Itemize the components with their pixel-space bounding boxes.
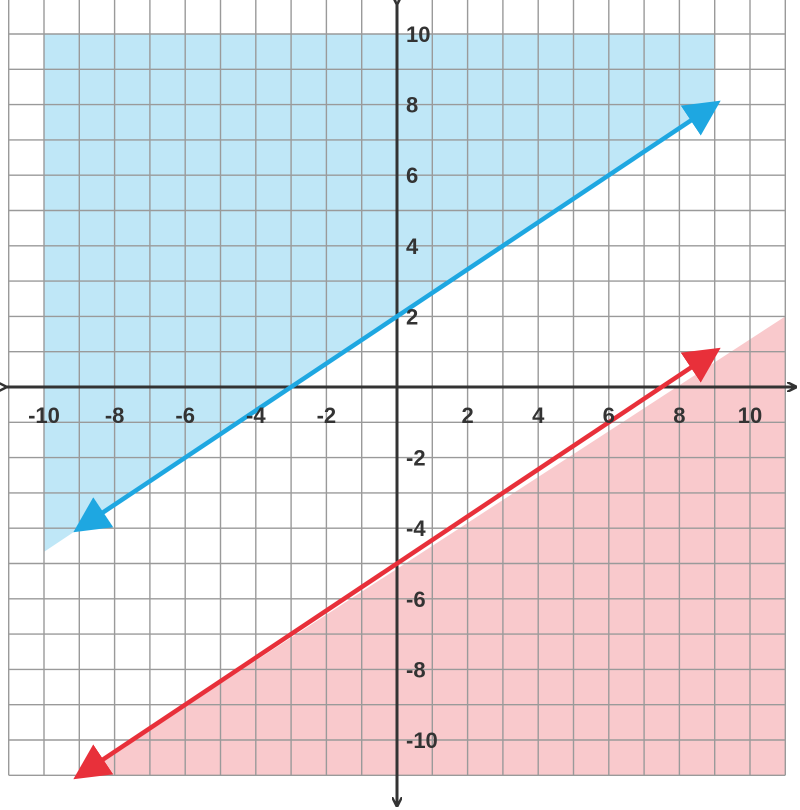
x-tick-label: 4 <box>532 403 545 428</box>
x-tick-label: 8 <box>673 403 685 428</box>
tick-labels: -10 -8 -6 -4 -2 2 4 6 8 10 -10 -8 -6 -4 -2 2 4 6 8 10 <box>28 22 762 753</box>
boundary-lines <box>73 100 721 780</box>
y-tick-label: 8 <box>406 93 418 118</box>
boundary-line-2 <box>73 347 721 780</box>
x-tick-label: -10 <box>28 403 60 428</box>
y-tick-label: -4 <box>406 516 426 541</box>
y-tick-label: -8 <box>406 657 426 682</box>
x-tick-label: -4 <box>246 403 266 428</box>
y-tick-label: 10 <box>406 22 430 47</box>
x-tick-label: -6 <box>175 403 195 428</box>
x-tick-label: 10 <box>738 403 762 428</box>
y-tick-label: -10 <box>406 728 438 753</box>
x-tick-label: 6 <box>603 403 615 428</box>
y-tick-label: -2 <box>406 446 426 471</box>
y-tick-label: 2 <box>406 304 418 329</box>
x-tick-label: -8 <box>105 403 125 428</box>
y-tick-label: -6 <box>406 587 426 612</box>
x-tick-label: -2 <box>317 403 337 428</box>
x-tick-label: 2 <box>461 403 473 428</box>
y-tick-label: 4 <box>406 234 419 259</box>
y-tick-label: 6 <box>406 163 418 188</box>
